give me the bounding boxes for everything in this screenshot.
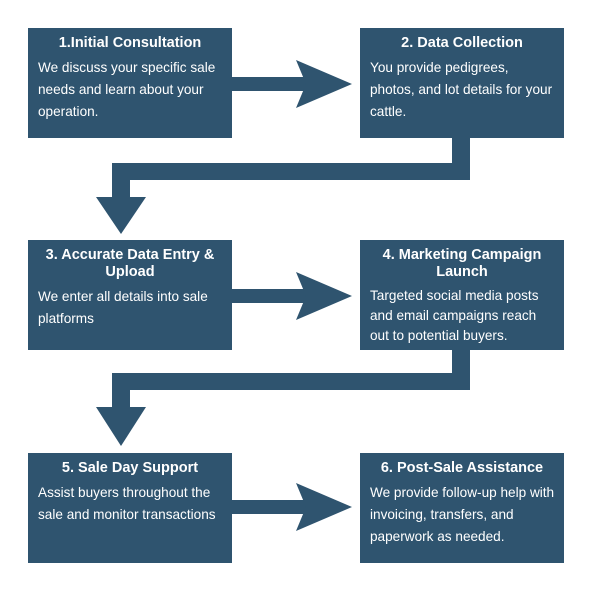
step-2-title: 2. Data Collection [401,35,523,51]
arrow-step2-to-step3 [96,138,470,234]
step-3-box: 3. Accurate Data Entry & Upload We enter… [28,240,232,350]
step-4-description: Targeted social media posts and email ca… [370,288,539,343]
step-6-description: We provide follow-up help with invoicing… [370,485,555,544]
step-5-description: Assist buyers throughout the sale and mo… [38,485,216,522]
step-1-box: 1.Initial Consultation We discuss your s… [28,28,232,138]
step-3-description: We enter all details into sale platforms [38,289,208,326]
step-5-box: 5. Sale Day Support Assist buyers throug… [28,453,232,563]
arrow-step4-to-step5 [96,350,470,446]
step-5-title: 5. Sale Day Support [61,460,199,476]
step-2-description: You provide pedigrees, photos, and lot d… [370,60,553,119]
step-4-title: 4. Marketing Campaign Launch [382,247,542,280]
arrow-step5-to-step6 [232,483,352,531]
step-6-box: 6. Post-Sale Assistance We provide follo… [360,453,564,563]
step-3-title: 3. Accurate Data Entry & Upload [45,247,215,280]
arrow-step1-to-step2 [232,60,352,108]
step-2-box: 2. Data Collection You provide pedigrees… [360,28,564,138]
arrow-step3-to-step4 [232,272,352,320]
step-1-title: 1.Initial Consultation [58,35,202,51]
step-1-description: We discuss your specific sale needs and … [38,60,216,119]
step-4-box: 4. Marketing Campaign Launch Targeted so… [360,240,564,350]
step-6-title: 6. Post-Sale Assistance [380,460,544,476]
